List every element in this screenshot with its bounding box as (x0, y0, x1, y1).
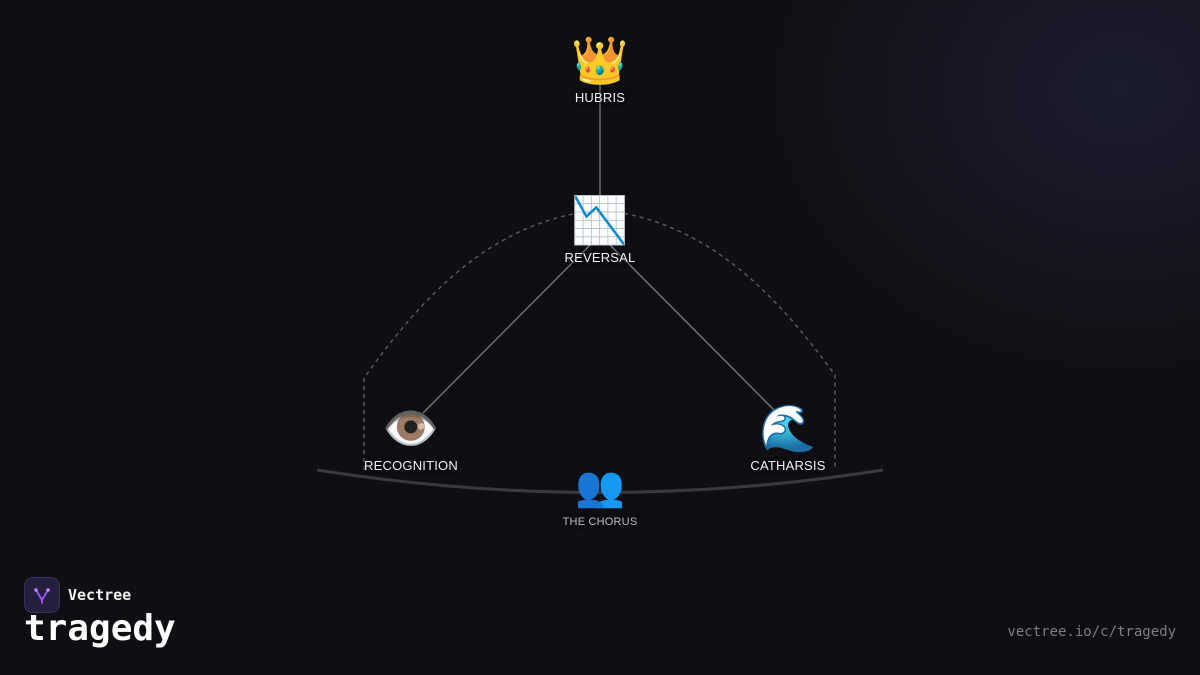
edge-reversal-recognition (422, 244, 591, 414)
node-catharsis[interactable]: 🌊 CATHARSIS (750, 400, 825, 473)
wave-icon: 🌊 (759, 401, 817, 455)
chart-decreasing-icon: 📉 (571, 193, 629, 247)
node-chorus[interactable]: 👥 THE CHORUS (563, 462, 638, 528)
dashed-arch-outline (363, 209, 836, 470)
node-label-chorus: THE CHORUS (562, 516, 638, 528)
brand-name: Vectree (68, 586, 132, 604)
node-label-recognition: RECOGNITION (364, 458, 458, 473)
page-url[interactable]: vectree.io/c/tragedy (1007, 624, 1176, 640)
node-label-catharsis: CATHARSIS (750, 458, 826, 473)
stage-arc (316, 468, 884, 494)
branching-tree-icon (24, 577, 60, 613)
page-title: tragedy (24, 608, 176, 649)
brand[interactable]: Vectree (24, 577, 131, 613)
node-label-reversal: REVERSAL (564, 250, 636, 265)
eye-icon: 👁️ (382, 401, 440, 455)
node-hubris[interactable]: 👑 HUBRIS (571, 32, 628, 105)
people-icon: 👥 (575, 464, 625, 510)
edge-reversal-catharsis (609, 244, 775, 411)
crown-icon: 👑 (571, 33, 629, 87)
node-recognition[interactable]: 👁️ RECOGNITION (364, 400, 458, 473)
node-reversal[interactable]: 📉 REVERSAL (565, 192, 636, 265)
node-label-hubris: HUBRIS (574, 90, 626, 105)
